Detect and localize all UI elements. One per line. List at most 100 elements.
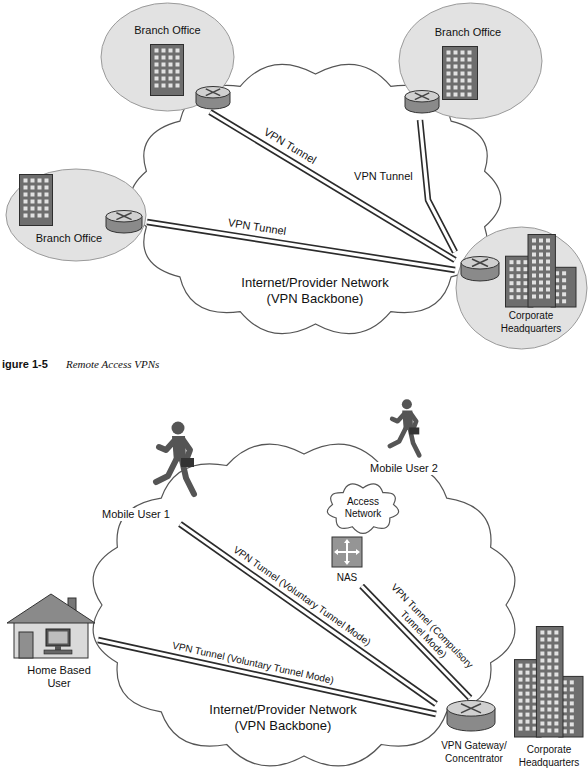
icon-part: [447, 79, 451, 83]
tunnel-label: VPN Tunnel: [352, 170, 415, 183]
icon-part: [562, 285, 566, 289]
icon-part: [45, 179, 49, 183]
icon-part: [540, 652, 544, 656]
icon-part: [176, 77, 180, 81]
icon-part: [45, 193, 49, 197]
access-network-cloud-label: Access Network: [333, 496, 393, 520]
icon-part: [155, 77, 159, 81]
icon-part: [524, 295, 528, 299]
icon-part: [454, 58, 458, 62]
icon-part: [468, 93, 472, 97]
icon-part: [38, 186, 42, 190]
site-ellipse-shape: [6, 169, 146, 261]
icon-part: [526, 664, 530, 668]
icon-part: [116, 213, 131, 220]
icon-part: [162, 49, 166, 53]
hq-icon: [514, 626, 584, 738]
branch-office-label: Branch Office: [428, 26, 508, 39]
icon-part: [510, 274, 514, 278]
icon-part: [540, 687, 544, 691]
icon-part: [24, 186, 28, 190]
person-icon: [148, 420, 198, 500]
icon-part: [528, 235, 555, 308]
icon-part: [454, 72, 458, 76]
icon-part: [526, 706, 530, 710]
icon-part: [547, 701, 551, 705]
icon-part: [526, 720, 530, 724]
icon-part: [562, 292, 566, 296]
icon-part: [7, 594, 95, 623]
icon-part: [31, 200, 35, 204]
site-ellipse-shape: [399, 3, 542, 119]
icon-part: [45, 186, 49, 190]
building-icon: [150, 44, 184, 96]
headquarters-site-label: Corporate Headquarters: [514, 744, 584, 769]
icon-part: [461, 257, 499, 270]
tunnel-label: VPN Tunnel (Compulsory Tunnel Mode): [375, 576, 481, 685]
router-icon: [404, 90, 440, 114]
nas-device: NAS: [324, 536, 372, 586]
icon-part: [517, 274, 521, 278]
icon-part: [517, 260, 521, 264]
icon-part: [196, 87, 230, 98]
icon-part: [546, 281, 550, 285]
icon-part: [461, 72, 465, 76]
icon-part: [547, 652, 551, 656]
icon-part: [45, 214, 49, 218]
icon-part: [539, 281, 543, 285]
icon-part: [554, 687, 558, 691]
icon-part: [44, 650, 72, 654]
icon-part: [45, 207, 49, 211]
icon-part: [337, 542, 357, 562]
icon-part: [524, 281, 528, 285]
icon-part: [19, 632, 33, 658]
icon-part: [454, 93, 458, 97]
icon-part: [540, 722, 544, 726]
icon-part: [519, 727, 523, 731]
icon-part: [24, 214, 28, 218]
icon-part: [461, 65, 465, 69]
mobile-user-label: Mobile User 2: [366, 462, 442, 475]
icon-part: [169, 84, 173, 88]
icon-part: [570, 729, 574, 733]
icon-part: [461, 51, 465, 55]
icon-part: [526, 685, 530, 689]
icon-part: [447, 72, 451, 76]
icon-part: [206, 89, 220, 96]
icon-part: [554, 652, 558, 656]
icon-part: [176, 63, 180, 67]
tunnel-core: [147, 222, 455, 270]
icon-part: [454, 79, 458, 83]
icon-part: [539, 246, 543, 250]
icon-part: [517, 267, 521, 271]
icon-part: [519, 685, 523, 689]
icon-part: [519, 720, 523, 724]
headquarters-site: Corporate Headquarters: [514, 626, 586, 772]
icon-part: [546, 253, 550, 257]
access-network-cloud: Access Network: [326, 482, 400, 534]
icon-part: [468, 79, 472, 83]
icon-part: [554, 680, 558, 684]
icon-part: [461, 86, 465, 90]
icon-part: [468, 72, 472, 76]
icon-part: [454, 65, 458, 69]
icon-part: [31, 214, 35, 218]
icon-part: [38, 207, 42, 211]
icon-part: [539, 239, 543, 243]
vpn-gateway-label: VPN Gateway/ Concentrator: [438, 740, 510, 765]
icon-part: [162, 63, 166, 67]
icon-part: [181, 458, 194, 467]
house-icon: [6, 592, 96, 660]
tunnel-wall: [147, 222, 455, 270]
network-cloud-label: Internet/Provider Network (VPN Backbone): [238, 275, 392, 306]
icon-part: [472, 259, 488, 266]
tunnel-label-holder: VPN Tunnel (Compulsory Tunnel Mode): [375, 576, 481, 685]
icon-part: [31, 186, 35, 190]
icon-part: [554, 666, 558, 670]
branch-office: Branch Office: [398, 2, 543, 120]
icon-part: [562, 278, 566, 282]
icon-part: [169, 56, 173, 60]
icon-part: [570, 708, 574, 712]
icon-part: [454, 51, 458, 55]
home-user-label: Home Based User: [24, 664, 94, 690]
